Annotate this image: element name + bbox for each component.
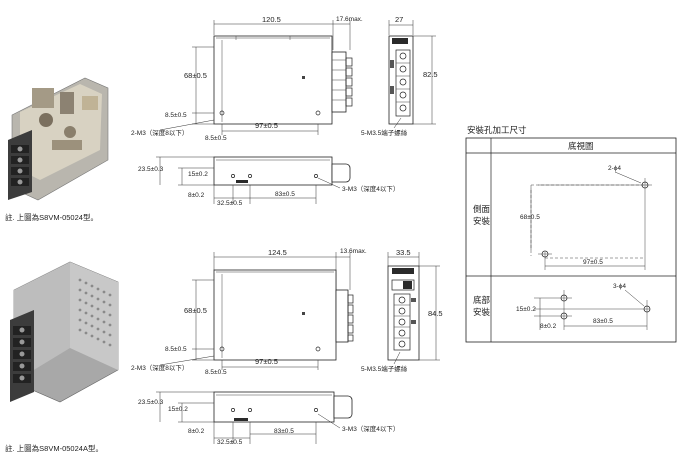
bottom-dim-width: 124.5 xyxy=(268,248,287,257)
top-dim-83: 83±0.5 xyxy=(275,191,295,198)
bottom-dim-85b: 8.5±0.5 xyxy=(205,369,227,376)
top-front-view: 120.5 17.6max. 68±0.5 8.5±0.5 xyxy=(131,15,363,142)
bottom-dim-83b: 83±0.5 xyxy=(593,318,613,325)
top-dim-width: 120.5 xyxy=(262,15,281,24)
side-dim-holes: 2-ϕ4 xyxy=(608,165,621,172)
bottom-dim-8b: 8±0.2 xyxy=(540,323,557,330)
top-bottom-view: 23.5±0.3 15±0.2 8±0.2 32.5±0.5 83±0.5 3-… xyxy=(138,156,399,207)
mounting-title: 安裝孔加工尺寸 xyxy=(467,125,527,135)
bottom-label-1: 底部 xyxy=(473,295,491,305)
side-label-1: 側面 xyxy=(473,204,491,214)
top-side-view: 27 82.5 5-M3.5端子螺絲 xyxy=(361,15,438,137)
caption-bottom: 註. 上圖為S8VM-05024A型。 xyxy=(5,443,103,453)
bottom-front-view: 124.5 13.6max. 68±0.5 8.5±0.5 97±0.5 8.5… xyxy=(131,248,367,376)
mounting-header: 底視圖 xyxy=(568,141,594,151)
bottom-dim-8: 8±0.2 xyxy=(188,428,205,435)
bottom-dim-325: 32.5±0.5 xyxy=(217,439,243,446)
top-dim-97: 97±0.5 xyxy=(255,121,278,130)
bottom-dim-85: 8.5±0.5 xyxy=(165,346,187,353)
bottom-dim-m3b: 3-M3（深度4以下） xyxy=(342,424,399,433)
top-dim-15: 15±0.2 xyxy=(188,171,208,178)
top-dim-325: 32.5±0.5 xyxy=(217,200,243,207)
bottom-bottom-view: 23.5±0.3 15±0.2 8±0.2 32.5±0.5 83±0.5 3-… xyxy=(138,391,399,446)
side-dim-97: 97±0.5 xyxy=(583,259,603,266)
top-dim-23: 23.5±0.3 xyxy=(138,166,164,173)
caption-top: 註. 上圖為S8VM-05024型。 xyxy=(5,212,98,222)
bottom-dim-23: 23.5±0.3 xyxy=(138,399,164,406)
top-dim-m3b: 3-M3（深度4以下） xyxy=(342,184,399,193)
side-dim-68: 68±0.5 xyxy=(520,214,540,221)
top-dim-depth: 27 xyxy=(395,15,403,24)
bottom-dim-97: 97±0.5 xyxy=(255,357,278,366)
top-dim-85: 8.5±0.5 xyxy=(165,112,187,119)
top-dim-terminal: 5-M3.5端子螺絲 xyxy=(361,128,408,137)
bottom-dim-m3a: 2-M3（深度8以下） xyxy=(131,363,188,372)
top-dim-68: 68±0.5 xyxy=(184,71,207,80)
bottom-dim-height: 84.5 xyxy=(428,309,443,318)
bottom-dim-max: 13.6max. xyxy=(340,248,367,255)
bottom-dim-depth: 33.5 xyxy=(396,248,411,257)
top-dim-max: 17.6max. xyxy=(336,16,363,23)
bottom-dim-15: 15±0.2 xyxy=(168,406,188,413)
bottom-dim-68: 68±0.5 xyxy=(184,306,207,315)
bottom-dim-83: 83±0.5 xyxy=(274,428,294,435)
mounting-table: 安裝孔加工尺寸 底視圖 側面 安裝 底部 安裝 68±0.5 97±0.5 2-… xyxy=(465,125,677,343)
bottom-side-view: 33.5 84.5 5-M3.5端子螺絲 xyxy=(361,248,443,373)
top-dim-85b: 8.5±0.5 xyxy=(205,135,227,142)
product-photo-bottom xyxy=(10,261,119,403)
side-label-2: 安裝 xyxy=(473,216,491,226)
bottom-dim-15b: 15±0.2 xyxy=(516,306,536,313)
top-dim-8: 8±0.2 xyxy=(188,192,205,199)
bottom-label-2: 安裝 xyxy=(473,307,491,317)
top-dim-height: 82.5 xyxy=(423,70,438,79)
bottom-dim-terminal: 5-M3.5端子螺絲 xyxy=(361,364,408,373)
bottom-dim-holes: 3-ϕ4 xyxy=(613,283,626,290)
top-dim-m3a: 2-M3（深度8以下） xyxy=(131,128,188,137)
product-photo-top xyxy=(8,77,109,201)
